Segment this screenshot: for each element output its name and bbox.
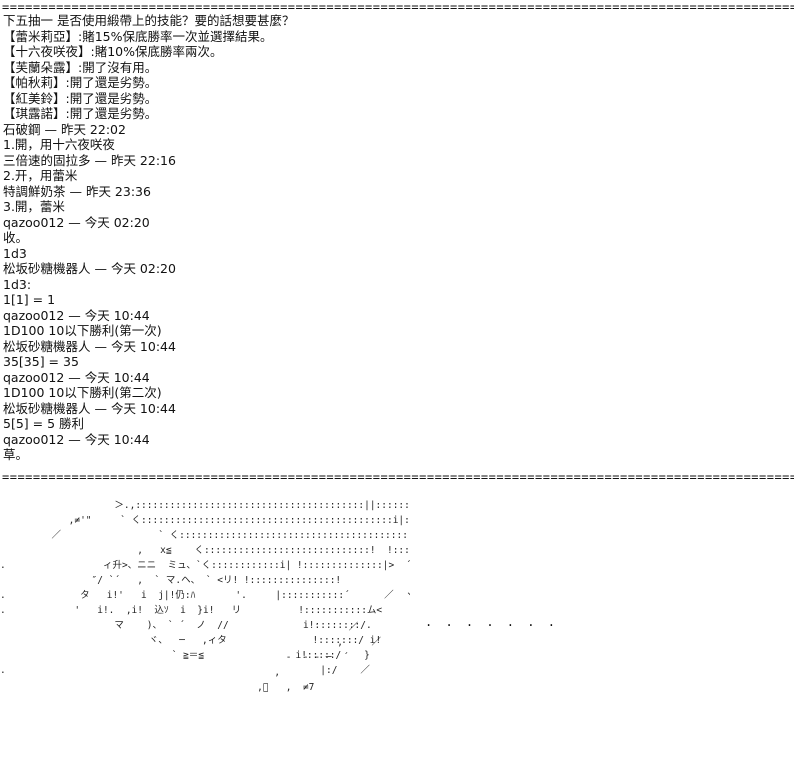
separator-bottom: ========================================… xyxy=(2,470,794,484)
log-line: 松坂砂糖機器人 — 今天 10:44 xyxy=(3,400,176,416)
log-line: 【蕾米莉亞】:賭15%保底勝率一次並選擇結果。 xyxy=(3,28,273,44)
log-line: 【十六夜咲夜】:賭10%保底勝率兩次。 xyxy=(3,44,223,59)
log-line: 【琪露諾】:開了還是劣勢。 xyxy=(3,106,158,121)
log-line: 1d3 xyxy=(3,245,27,261)
log-line: 草。 xyxy=(3,447,29,462)
log-line: 1.開，用十六夜咲夜 xyxy=(3,137,115,152)
log-line: qazoo012 — 今天 10:44 xyxy=(3,369,150,385)
log-line: 1[1] = 1 xyxy=(3,292,56,307)
log-line: 1D100 10以下勝利(第二次) xyxy=(3,385,162,400)
log-line: qazoo012 — 今天 10:44 xyxy=(3,431,150,447)
log-line: 1d3: xyxy=(3,276,32,292)
log-line: 【紅美鈴】:開了還是劣勢。 xyxy=(3,90,158,106)
log-line: 三倍速的固拉多 — 昨天 22:16 xyxy=(3,152,176,168)
log-line: 35[35] = 35 xyxy=(3,354,79,369)
log-line: 3.開，蕾米 xyxy=(3,199,65,214)
log-line: 特調鮮奶茶 — 昨天 23:36 xyxy=(3,183,151,199)
log-line: 【帕秋莉】:開了還是劣勢。 xyxy=(3,75,158,90)
log-line: 5[5] = 5 勝利 xyxy=(3,416,85,431)
log-line: 收。 xyxy=(3,230,29,245)
log-line: 2.开，用蕾米 xyxy=(3,168,78,183)
log-line: 松坂砂糖機器人 — 今天 02:20 xyxy=(3,261,176,276)
ellipsis-dots: . . . . . . . xyxy=(425,615,558,629)
log-line: 【芙蘭朵露】:開了沒有用。 xyxy=(3,59,158,75)
log-line: 下五抽一 是否使用緞帶上的技能？要的話想要甚麼？ xyxy=(3,13,295,28)
ascii-art-character: ＞.,:::::::::::::::::::::::::::::::::::::… xyxy=(0,500,410,676)
log-line: 石破鋼 — 昨天 22:02 xyxy=(3,121,126,137)
separator-top: ========================================… xyxy=(2,0,794,14)
log-line: qazoo012 — 今天 02:20 xyxy=(3,214,150,230)
chat-log: 下五抽一 是否使用緞帶上的技能？要的話想要甚麼？【蕾米莉亞】:賭15%保底勝率一… xyxy=(3,13,783,463)
log-line: qazoo012 — 今天 10:44 xyxy=(3,307,150,323)
ascii-art-tail: ′ ／ , ／ - - ‐ ─ ´ , ,ﾞ , ≠7 xyxy=(257,622,382,693)
log-line: 1D100 10以下勝利(第一次) xyxy=(3,323,162,338)
log-line: 松坂砂糖機器人 — 今天 10:44 xyxy=(3,338,176,354)
